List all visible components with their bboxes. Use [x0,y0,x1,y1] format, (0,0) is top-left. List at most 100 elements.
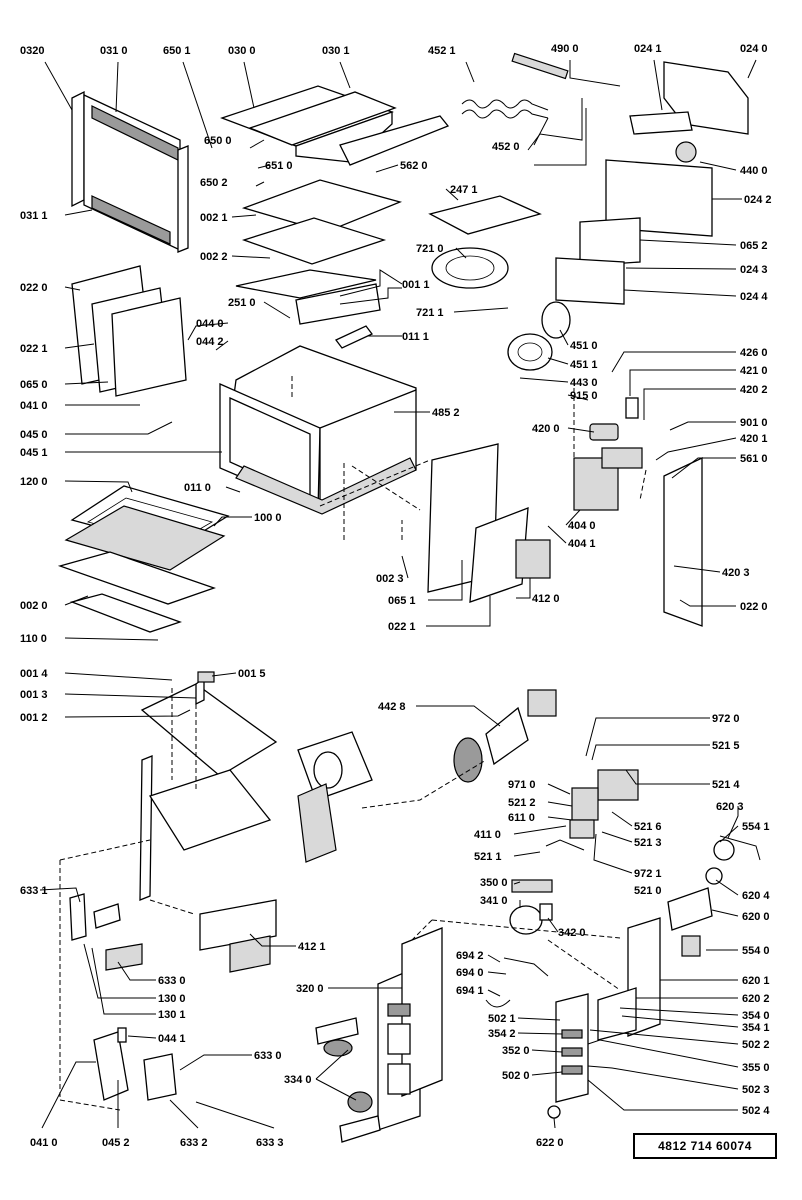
part-label: 044 2 [196,336,224,348]
part-label: 633 1 [20,885,48,897]
part-label: 120 0 [20,476,48,488]
part-label: 352 0 [502,1045,530,1057]
part-label: 001 3 [20,689,48,701]
part-label: 521 2 [508,797,536,809]
part-label: 443 0 [570,377,598,389]
part-label: 420 0 [532,423,560,435]
part-label: 521 1 [474,851,502,863]
part-label: 971 0 [508,779,536,791]
part-label: 251 0 [228,297,256,309]
part-label: 721 0 [416,243,444,255]
part-label: 901 0 [740,417,768,429]
part-label: 972 1 [634,868,662,880]
part-label: 620 1 [742,975,770,987]
part-label: 342 0 [558,927,586,939]
part-label: 045 0 [20,429,48,441]
part-label: 611 0 [508,812,535,824]
part-label: 065 0 [20,379,48,391]
part-label: 001 1 [402,279,430,291]
part-label: 044 1 [158,1033,186,1045]
part-label: 650 1 [163,45,191,57]
part-label: 002 0 [20,600,48,612]
part-label: 002 1 [200,212,228,224]
part-label: 022 0 [740,601,768,613]
part-label: 341 0 [480,895,508,907]
part-labels: 0320 031 0 650 1 030 0 030 1 452 1 490 0… [20,43,772,1149]
part-label: 633 0 [158,975,186,987]
part-label: 041 0 [20,400,48,412]
part-label: 002 3 [376,573,404,585]
part-label: 024 0 [740,43,768,55]
part-label: 030 1 [322,45,350,57]
part-label: 355 0 [742,1062,770,1074]
part-label: 620 4 [742,890,770,902]
part-label: 002 2 [200,251,228,263]
part-label: 620 3 [716,801,744,813]
part-label: 502 4 [742,1105,770,1117]
part-label: 044 0 [196,318,224,330]
part-label: 633 2 [180,1137,208,1149]
part-label: 031 0 [100,45,128,57]
part-label: 001 4 [20,668,48,680]
part-label: 024 2 [744,194,772,206]
part-label: 412 1 [298,941,326,953]
part-label: 065 2 [740,240,768,252]
part-label: 622 0 [536,1137,564,1149]
part-label: 411 0 [474,829,501,841]
part-label: 011 0 [184,482,211,494]
part-label: 354 1 [742,1022,770,1034]
part-label: 031 1 [20,210,48,222]
part-label: 334 0 [284,1074,312,1086]
part-label: 041 0 [30,1137,58,1149]
part-label: 001 2 [20,712,48,724]
part-label: 011 1 [402,331,429,343]
part-label: 022 1 [20,343,48,355]
part-label: 451 0 [570,340,598,352]
part-label: 521 6 [634,821,662,833]
part-label: 024 1 [634,43,662,55]
part-label: 030 0 [228,45,256,57]
part-label: 420 1 [740,433,768,445]
part-label: 320 0 [296,983,324,995]
part-label: 694 0 [456,967,484,979]
part-label: 404 0 [568,520,596,532]
part-label: 247 1 [450,184,478,196]
leader-lines [39,59,757,1129]
part-label: 022 1 [388,621,416,633]
part-label: 001 5 [238,668,266,680]
part-label: 110 0 [20,633,47,645]
dashed-assembly-lines [59,376,647,1111]
part-label: 420 3 [722,567,750,579]
part-label: 452 1 [428,45,456,57]
part-label: 024 4 [740,291,768,303]
part-label: 0320 [20,45,44,57]
part-label: 412 0 [532,593,560,605]
part-label: 694 2 [456,950,484,962]
part-label: 915 0 [570,390,598,402]
part-label: 650 0 [204,135,232,147]
part-label: 130 1 [158,1009,186,1021]
part-label: 620 0 [742,911,770,923]
part-label: 404 1 [568,538,596,550]
part-label: 045 1 [20,447,48,459]
part-label: 421 0 [740,365,768,377]
part-label: 502 2 [742,1039,770,1051]
lower-assembly-drawing [69,671,761,1143]
part-label: 521 0 [634,885,662,897]
part-label: 485 2 [432,407,460,419]
part-label: 451 1 [570,359,598,371]
part-label: 650 2 [200,177,228,189]
part-label: 350 0 [480,877,508,889]
document-code-box: 4812 714 60074 [633,1133,777,1159]
part-label: 130 0 [158,993,186,1005]
part-label: 045 2 [102,1137,130,1149]
part-label: 562 0 [400,160,428,172]
part-label: 633 0 [254,1050,282,1062]
part-label: 502 0 [502,1070,530,1082]
part-label: 651 0 [265,160,293,172]
part-label: 354 0 [742,1010,770,1022]
part-label: 100 0 [254,512,282,524]
part-label: 694 1 [456,985,484,997]
part-label: 521 5 [712,740,740,752]
